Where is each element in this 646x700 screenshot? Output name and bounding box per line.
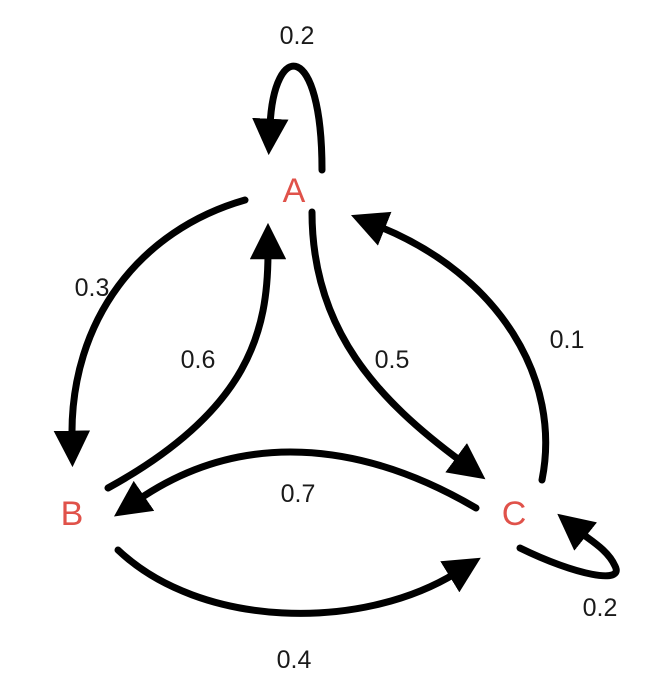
edge-b-a-weight: 0.6	[181, 346, 216, 374]
edge-a-c	[308, 208, 486, 480]
edge-b-c-weight: 0.4	[277, 646, 312, 674]
edge-c-c-weight: 0.2	[583, 594, 618, 622]
edge-a-c-weight: 0.5	[375, 346, 410, 374]
edge-c-b	[113, 448, 480, 517]
edge-c-a-weight: 0.1	[550, 326, 585, 354]
edge-b-a	[104, 222, 287, 492]
edge-c-b-weight: 0.7	[281, 480, 316, 508]
edge-a-b	[53, 196, 249, 468]
edge-a-a	[252, 62, 326, 174]
node-a-label: A	[283, 172, 306, 210]
node-c-label: C	[502, 495, 527, 533]
node-b-label: B	[61, 495, 84, 533]
edge-c-c	[516, 513, 620, 580]
edge-a-b-weight: 0.3	[75, 274, 110, 302]
edge-c-a	[350, 211, 550, 484]
edge-b-c	[114, 546, 481, 617]
edge-a-a-weight: 0.2	[280, 22, 315, 50]
